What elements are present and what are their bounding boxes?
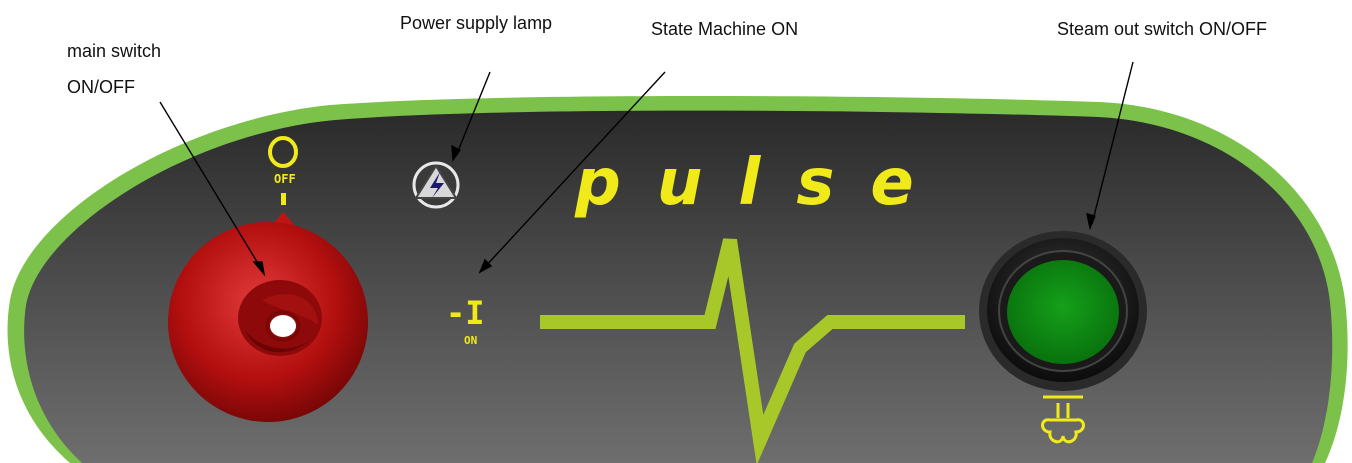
arrow-state-machine xyxy=(483,71,666,269)
off-indicator-mark xyxy=(281,193,286,205)
brand-logo: pulse xyxy=(575,146,950,220)
lightning-warning-icon xyxy=(430,172,444,198)
pulse-heartbeat-line xyxy=(540,238,965,463)
on-label: ON xyxy=(464,334,478,347)
power-supply-lamp xyxy=(412,161,460,209)
steam-icon xyxy=(1041,395,1085,444)
on-symbol: -I xyxy=(446,294,485,332)
off-label: OFF xyxy=(274,172,296,186)
arrow-main-switch xyxy=(159,101,263,271)
arrow-power-lamp xyxy=(455,71,491,157)
callout-arrows xyxy=(159,61,1134,277)
power-lamp-callout: Power supply lamp xyxy=(400,13,553,33)
main-switch-callout-line1: main switch xyxy=(67,41,162,61)
steam-switch-callout: Steam out switch ON/OFF xyxy=(1057,19,1268,39)
state-machine-callout: State Machine ON xyxy=(651,19,799,39)
steam-out-button[interactable] xyxy=(979,231,1147,391)
main-switch-knob[interactable] xyxy=(168,212,368,422)
main-switch-callout-line2: ON/OFF xyxy=(67,77,135,97)
arrow-steam-switch xyxy=(1091,61,1134,225)
power-off-symbol-icon xyxy=(268,136,298,168)
